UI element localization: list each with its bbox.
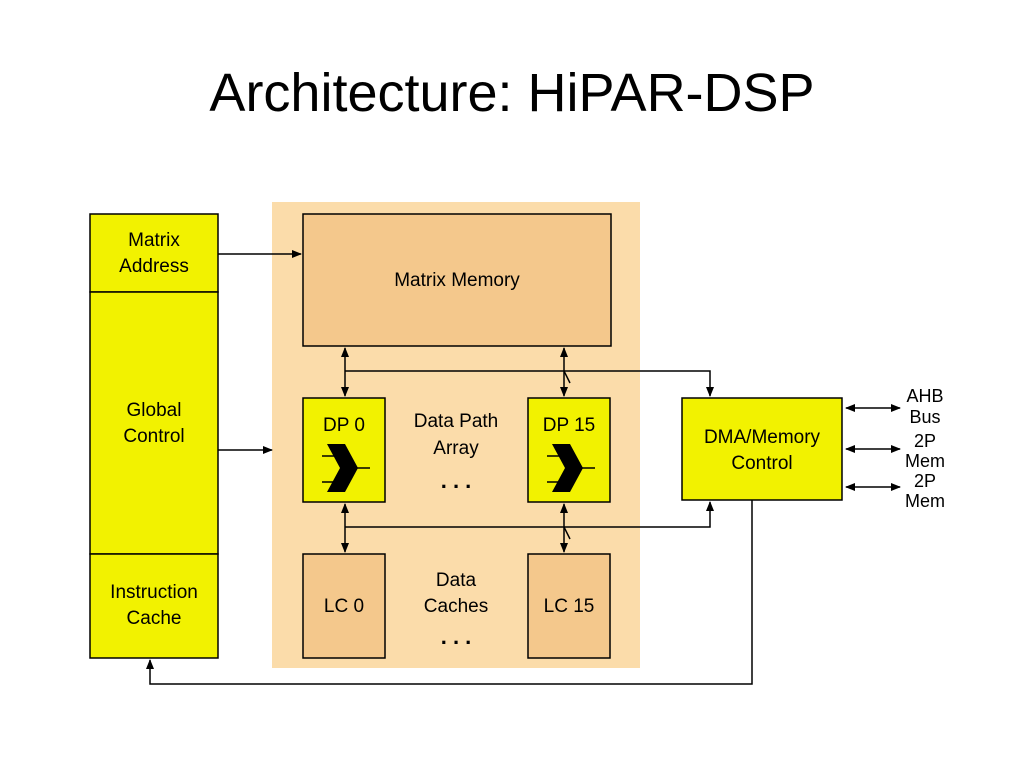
control-column: Matrix Address Global Control Instructio…: [89, 213, 219, 659]
data-caches-ellipsis: . . .: [441, 624, 472, 649]
global-control-label-line1: Global: [127, 400, 182, 421]
interconnect-wires: [146, 250, 901, 685]
page-title: Architecture: HiPAR-DSP: [209, 63, 815, 123]
matrix-address-label-line1: Matrix: [128, 230, 180, 251]
data-path-array-label-line1: Data Path: [414, 411, 499, 432]
external-port-labels: AHB Bus 2P Mem 2P Mem: [905, 386, 945, 511]
instruction-cache-label-line1: Instruction: [110, 582, 198, 603]
instruction-cache-block: [89, 553, 219, 659]
mem2-label-line2: Mem: [905, 491, 945, 511]
lc0-label: LC 0: [324, 596, 364, 617]
global-control-block: [89, 291, 219, 555]
matrix-address-label-line2: Address: [119, 256, 189, 277]
data-path-array-label-line2: Array: [433, 438, 479, 459]
matrix-address-block: [89, 213, 219, 293]
dma-memory-control-block: [681, 397, 843, 501]
instruction-cache-label-line2: Cache: [127, 608, 182, 629]
ahb-label-line1: AHB: [906, 386, 943, 406]
global-control-label-line2: Control: [123, 426, 184, 447]
data-caches-label-line2: Caches: [424, 596, 488, 617]
ahb-label-line2: Bus: [909, 407, 940, 427]
dp15-label: DP 15: [543, 415, 595, 436]
dma-label-line2: Control: [731, 453, 792, 474]
dma-label-line1: DMA/Memory: [704, 427, 821, 448]
local-cache-15: [527, 553, 611, 659]
data-path-ellipsis: . . .: [441, 468, 472, 493]
data-caches-label-line1: Data: [436, 570, 477, 591]
dp0-label: DP 0: [323, 415, 365, 436]
data-path-15: DP 15: [527, 397, 611, 503]
mem1-label-line1: 2P: [914, 431, 936, 451]
matrix-memory-label: Matrix Memory: [394, 270, 520, 291]
data-path-0: DP 0: [302, 397, 386, 503]
local-cache-0: [302, 553, 386, 659]
matrix-memory-block: [302, 213, 612, 347]
mem1-label-line2: Mem: [905, 451, 945, 471]
lc15-label: LC 15: [544, 596, 595, 617]
mem2-label-line1: 2P: [914, 471, 936, 491]
